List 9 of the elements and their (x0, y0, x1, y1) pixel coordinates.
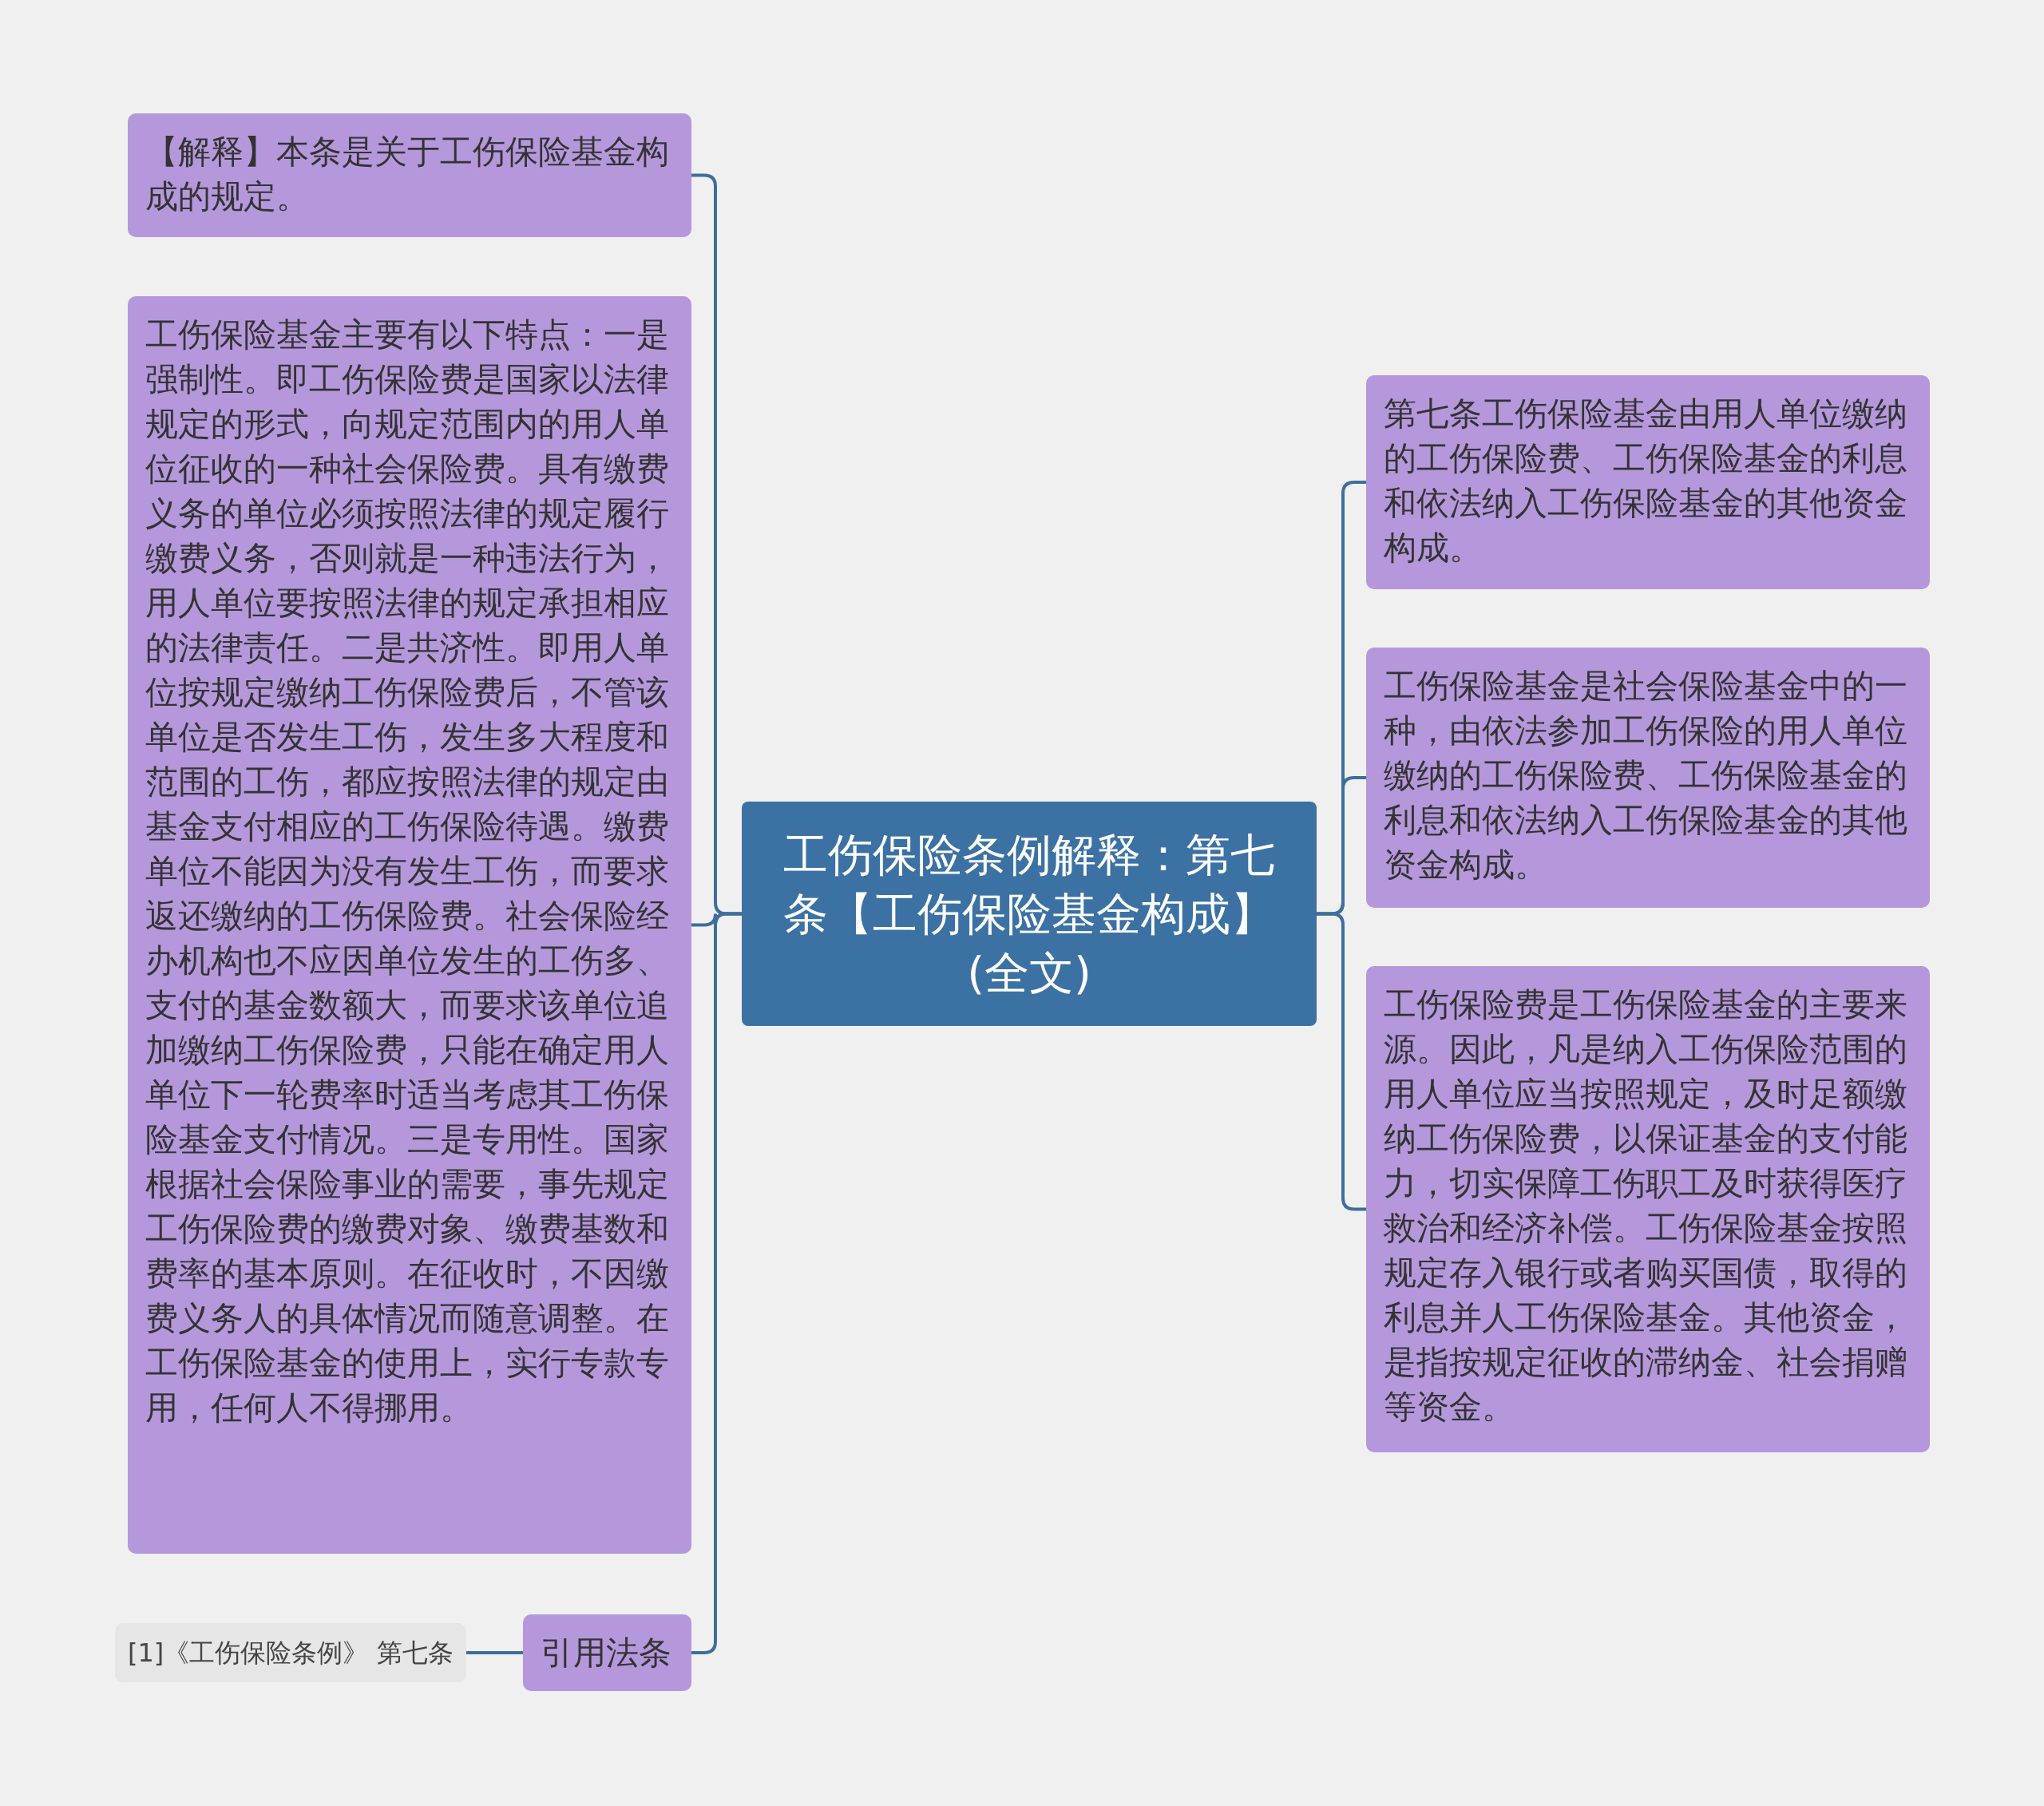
subtopic-box: 工伤保险基金主要有以下特点：一是强制性。即工伤保险费是国家以法律规定的形式，向规定范围内的用人单位征收的一种社会保险费。具有缴费义务的单位必须按照法律的规定履行缴费义务，否则就是一种违法行为，用人单位要按照法律的规定承担相应的法律责任。二是共济性。即用人单位按规定缴纳工伤保险费后，不管该单位是否发生工伤，发生多大程度和范围的工伤，都应按照法律的规定由基金支付相应的工伤保险待遇。缴费单位不能因为没有发生工伤，而要求返还缴纳的工伤保险费。社会保险经办机构也不应因单位发生的工伤多、支付的基金数额大，而要求该单位追加缴纳工伤保险费，只能在确定用人单位下一轮费率时适当考虑其工伤保险基金支付情况。三是专用性。国家根据社会保险事业的需要，事先规定工伤保险费的缴费对象、缴费基数和费率的基本原则。在征收时，不因缴费义务人的具体情况而随意调整。在工伤保险基金的使用上，实行专款专用，任何人不得挪用。 (128, 296, 691, 1554)
subtopic-box: 工伤保险基金是社会保险基金中的一种，由依法参加工伤保险的用人单位缴纳的工伤保险费、工伤保险基金的利息和依法纳入工伤保险基金的其他资金构成。 (1366, 648, 1930, 908)
subtopic-box: 第七条工伤保险基金由用人单位缴纳的工伤保险费、工伤保险基金的利息和依法纳入工伤保险基金的其他资金构成。 (1366, 375, 1930, 589)
central-topic-box: 工伤保险条例解释：第七条【工伤保险基金构成】(全文) (742, 802, 1317, 1026)
subtopic-box: 工伤保险费是工伤保险基金的主要来源。因此，凡是纳入工伤保险范围的用人单位应当按照规定，及时足额缴纳工伤保险费，以保证基金的支付能力，切实保障工伤职工及时获得医疗救治和经济补偿。工伤保险基金按照规定存入银行或者购买国债，取得的利息并人工伤保险基金。其他资金，是指按规定征收的滞纳金、社会捐赠等资金。 (1366, 966, 1930, 1452)
reference-box: [1]《工伤保险条例》 第七条 (115, 1623, 466, 1682)
subtopic-box: 引用法条 (523, 1614, 691, 1691)
subtopic-box: 【解释】本条是关于工伤保险基金构成的规定。 (128, 113, 691, 237)
connector-line (466, 1651, 523, 1654)
